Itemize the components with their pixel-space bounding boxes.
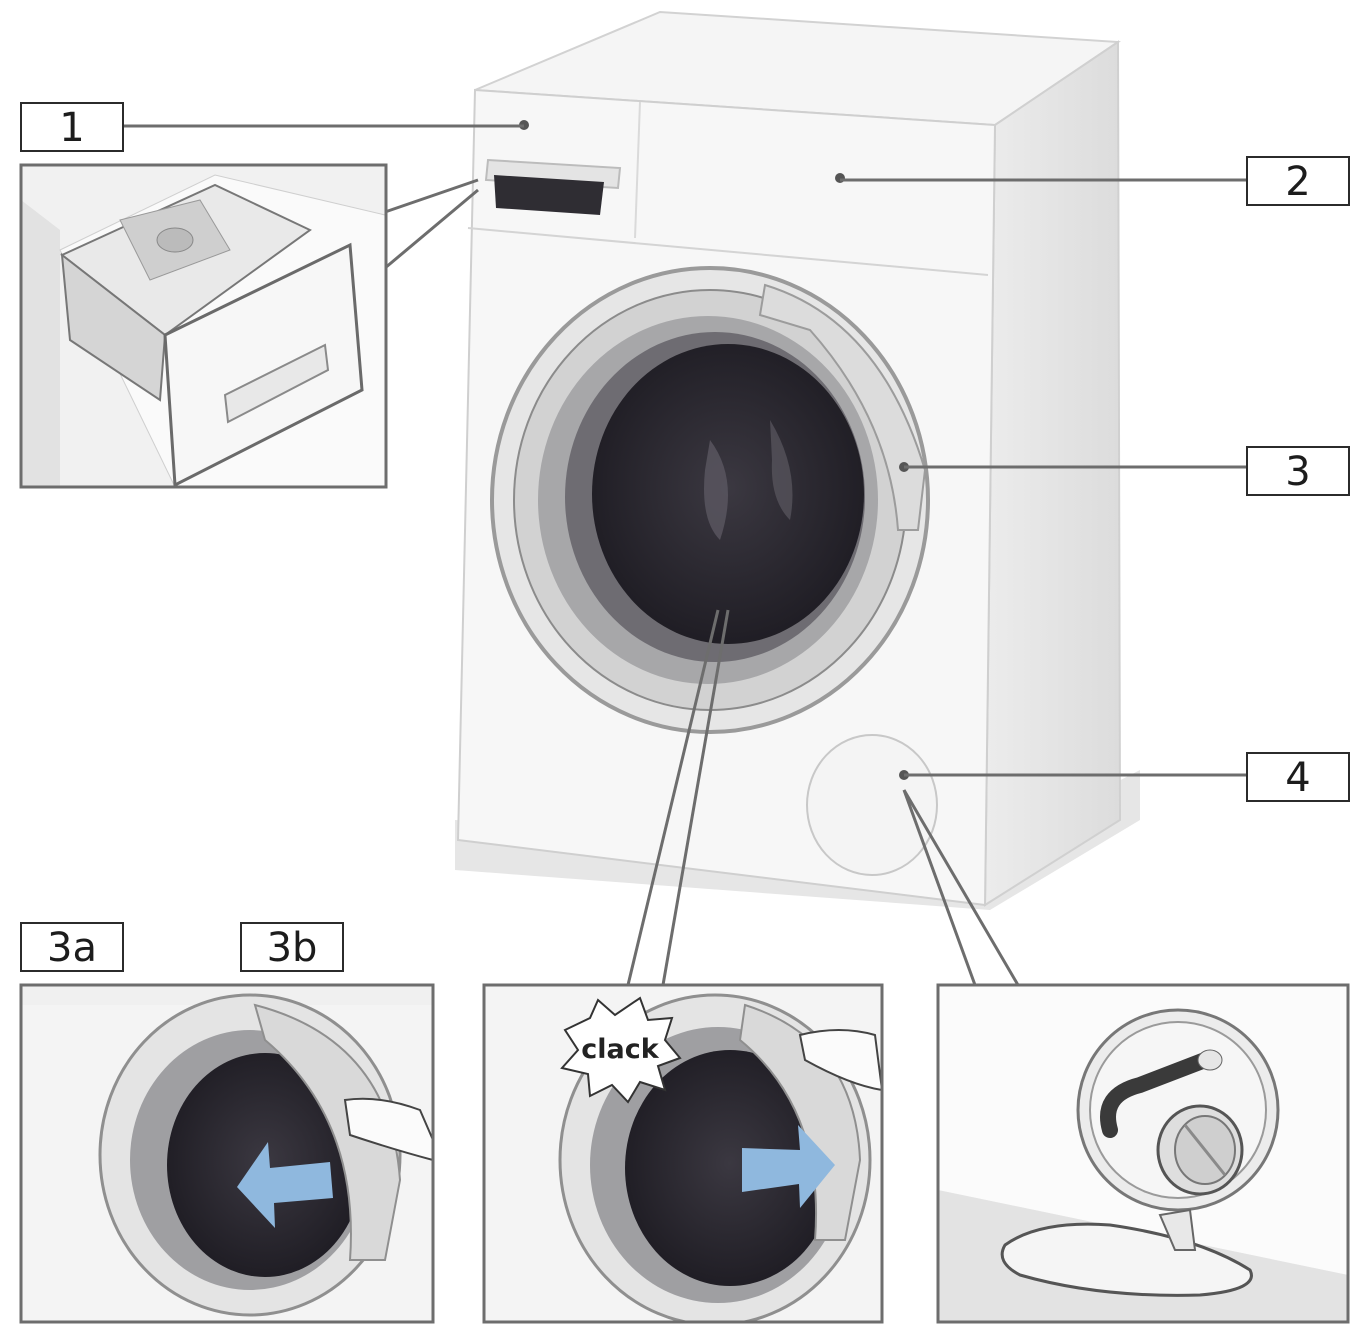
inset-door-closing: clack	[482, 983, 884, 1324]
door-handle[interactable]	[758, 283, 927, 531]
label-control-panel: 2	[1246, 156, 1350, 206]
label-door: 3	[1246, 446, 1350, 496]
machine-door[interactable]	[490, 266, 930, 734]
arrow-left-icon	[237, 1142, 333, 1228]
inset-detergent-drawer	[19, 163, 388, 489]
leader-lines	[124, 124, 1246, 986]
open-flap-cover	[1000, 1222, 1253, 1297]
pump-flap[interactable]	[806, 734, 938, 876]
label-detergent-drawer: 1	[20, 102, 124, 152]
inset-door-opening	[19, 983, 435, 1324]
washing-machine	[455, 10, 1140, 910]
label-pump-flap: 4	[1246, 752, 1350, 802]
detergent-drawer[interactable]	[484, 158, 622, 215]
arrow-right-icon	[742, 1125, 835, 1208]
clack-text: clack	[581, 1034, 659, 1065]
label-door-closing: 3b	[240, 922, 344, 972]
drum-window	[592, 344, 864, 644]
clack-burst-icon	[560, 996, 682, 1104]
pump-filter-cap-icon	[1156, 1104, 1244, 1196]
drain-hose-icon	[1100, 1052, 1213, 1138]
inset-pump-flap	[936, 983, 1350, 1324]
label-door-opening: 3a	[20, 922, 124, 972]
